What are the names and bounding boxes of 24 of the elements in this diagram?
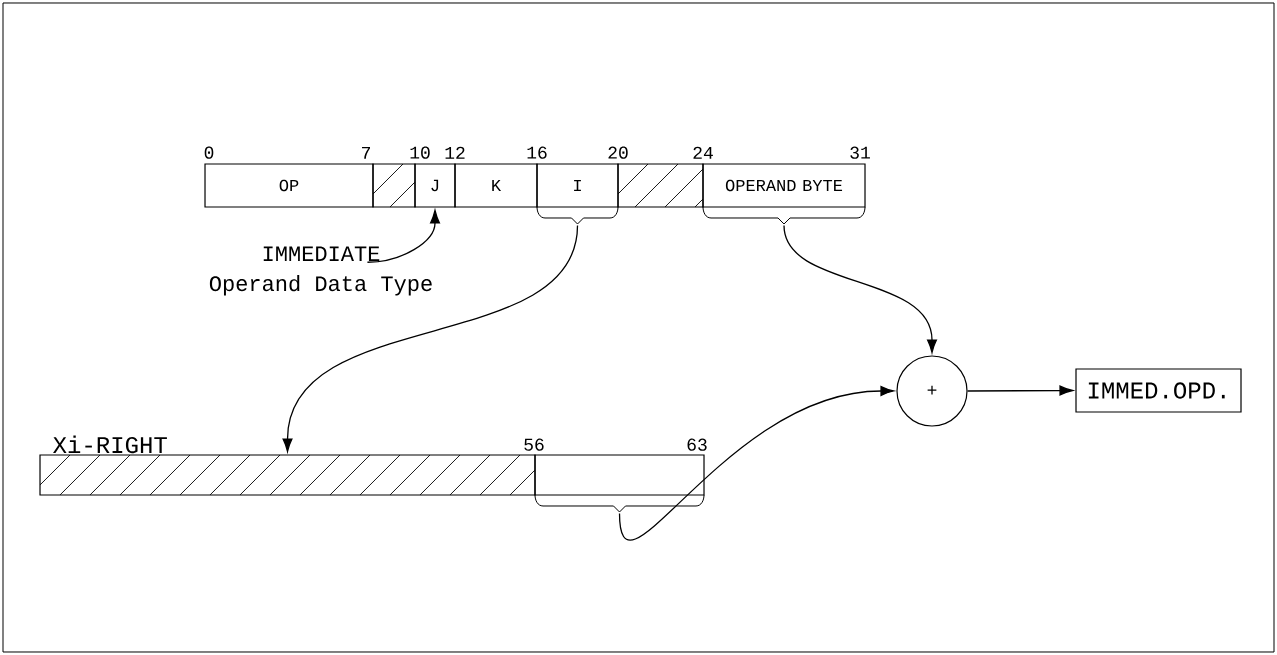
bit-field: I <box>536 163 619 208</box>
bit-field: K <box>454 163 538 208</box>
bit-number: 20 <box>608 146 628 159</box>
bit-number: 7 <box>362 146 370 159</box>
bit-number: 56 <box>524 438 544 451</box>
hatched-field <box>372 163 416 208</box>
register-field <box>534 454 705 496</box>
result-box: IMMED.OPD. <box>1075 368 1242 413</box>
annotation-text: IMMEDIATE Operand Data Type <box>209 246 432 296</box>
arrow <box>618 385 895 541</box>
bit-number: 12 <box>445 146 465 159</box>
bit-number: 24 <box>693 146 713 159</box>
bit-field: OPERAND BYTE <box>702 163 866 208</box>
bit-number: 31 <box>850 146 870 159</box>
arrow <box>366 209 441 263</box>
arrow <box>282 224 579 453</box>
arrow <box>966 385 1074 396</box>
node-label: Xi-RIGHT <box>53 435 167 454</box>
hatched-field <box>617 163 704 208</box>
bit-field: J <box>414 163 456 208</box>
bit-field: OP <box>204 163 374 208</box>
arrow <box>783 224 938 354</box>
bit-number: 10 <box>410 146 430 159</box>
bit-number: 16 <box>527 146 547 159</box>
